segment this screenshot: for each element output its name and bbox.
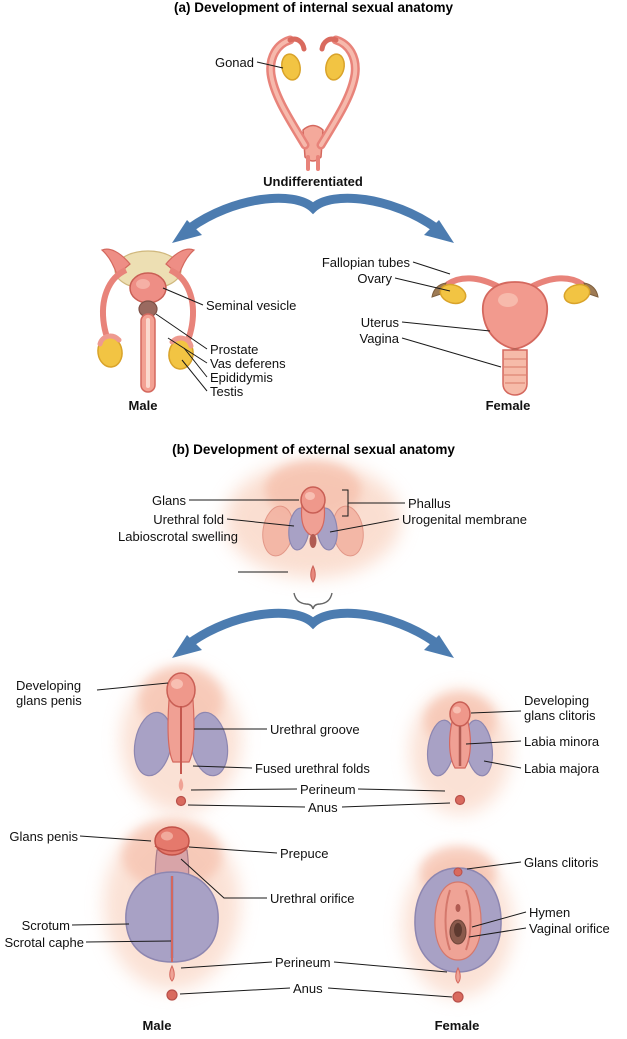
- bladder: [129, 272, 167, 304]
- anus-shape-male-mid: [175, 795, 187, 807]
- testis-label: Testis: [210, 384, 244, 399]
- male-label-a: Male: [128, 398, 158, 413]
- perineum-mid-label: Perineum: [300, 782, 356, 797]
- developing-glans-clitoris-shape: [449, 701, 471, 727]
- epididymis-label: Epididymis: [210, 370, 273, 385]
- prostate-label: Prostate: [210, 342, 259, 357]
- vagina-label: Vagina: [359, 331, 399, 346]
- urethral-groove-label: Urethral groove: [270, 722, 360, 737]
- glans-shape: [300, 486, 326, 514]
- urethral-orifice-shape: [455, 904, 461, 912]
- fused-urethral-folds-label: Fused urethral folds: [255, 761, 370, 776]
- male-internal-figure: [97, 248, 196, 393]
- fallopian-tubes-label: Fallopian tubes: [321, 255, 410, 270]
- developing-glans-penis-shape: [166, 672, 196, 708]
- developing-female-external-figure: [410, 690, 510, 814]
- anus-shape-female-mid: [454, 794, 466, 806]
- glans-clitoris-shape: [453, 867, 463, 877]
- urogenital-membrane-shape: [309, 534, 317, 548]
- scrotum-label: Scrotum: [21, 918, 70, 933]
- ovary-right: [563, 283, 591, 305]
- undifferentiated-label: Undifferentiated: [263, 174, 363, 189]
- anus-shape-male-bottom: [166, 989, 178, 1001]
- developed-male-external-figure: [104, 820, 240, 1001]
- brace: [293, 592, 333, 610]
- developed-female-external-figure: [403, 846, 513, 1003]
- divergence-arrow-a: [172, 193, 454, 243]
- vagina-shape: [502, 349, 528, 396]
- urethral-fold-label: Urethral fold: [153, 512, 224, 527]
- undifferentiated-internal-figure: [266, 35, 360, 171]
- ovary-label: Ovary: [357, 271, 392, 286]
- section-a-title: (a) Development of internal sexual anato…: [173, 0, 454, 15]
- glans-penis-label: Glans penis: [9, 829, 78, 844]
- prepuce-label: Prepuce: [280, 846, 329, 861]
- gonad-right: [325, 53, 345, 81]
- phallus-label: Phallus: [408, 496, 451, 511]
- male-label-b: Male: [142, 1018, 172, 1033]
- glans-label: Glans: [152, 493, 186, 508]
- undifferentiated-external-figure: [225, 460, 401, 583]
- urethral-orifice-label: Urethral orifice: [270, 891, 355, 906]
- anus-shape-female-bottom: [452, 991, 464, 1003]
- uterus-label: Uterus: [360, 315, 399, 330]
- section-b-title: (b) Development of external sexual anato…: [172, 442, 455, 457]
- gonad-left: [281, 53, 301, 81]
- female-label-a: Female: [485, 398, 531, 413]
- developing-glans-clitoris-label: Developing glans clitoris: [524, 693, 596, 723]
- divergence-arrow-b: [172, 608, 454, 658]
- perineum-bottom-label: Perineum: [275, 955, 331, 970]
- uterus-shape: [482, 281, 548, 350]
- prepuce-ridge: [154, 845, 190, 852]
- hymen-label: Hymen: [529, 905, 571, 920]
- labioscrotal-swelling-label: Labioscrotal swelling: [118, 529, 238, 544]
- female-internal-figure: [431, 275, 599, 396]
- gonad-label: Gonad: [214, 55, 254, 70]
- seminal-vesicle-label: Seminal vesicle: [206, 298, 297, 313]
- urogenital-membrane-label: Urogenital membrane: [402, 512, 528, 527]
- anus-mid-label: Anus: [308, 800, 338, 815]
- labia-majora-label: Labia majora: [524, 761, 600, 776]
- female-label-b: Female: [434, 1018, 480, 1033]
- ovary-left: [439, 283, 467, 305]
- anus-bottom-label: Anus: [293, 981, 323, 996]
- glans-clitoris-label: Glans clitoris: [524, 855, 599, 870]
- developing-glans-penis-label: Developing glans penis: [16, 678, 82, 708]
- vaginal-orifice-label: Vaginal orifice: [529, 921, 610, 936]
- leader-lines: [71, 61, 527, 998]
- developing-male-external-figure: [121, 666, 241, 812]
- vas-deferens-label: Vas deferens: [210, 356, 286, 371]
- scrotal-raphe-label: Scrotal caphe: [4, 935, 85, 950]
- labia-minora-label: Labia minora: [524, 734, 600, 749]
